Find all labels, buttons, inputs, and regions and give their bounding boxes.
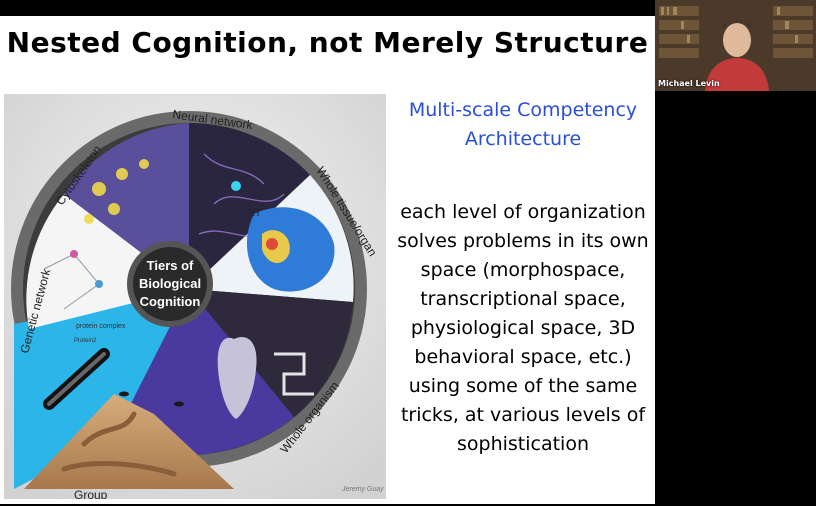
center-label-3: Cognition bbox=[140, 294, 201, 309]
organism-sector-2 bbox=[114, 289, 294, 455]
tiers-of-cognition-figure: Tiers of Biological Cognition Neural net… bbox=[4, 94, 386, 499]
label-protein2: Protein2 bbox=[74, 338, 97, 344]
center-label-1: Tiers of bbox=[147, 258, 194, 273]
video-feed bbox=[655, 0, 816, 91]
slide-title: Nested Cognition, not Merely Structure bbox=[6, 26, 649, 59]
label-protein-complex: protein complex bbox=[76, 323, 126, 330]
center-label-2: Biological bbox=[139, 276, 201, 291]
bottom-bar bbox=[0, 504, 655, 506]
label-group: Group bbox=[74, 488, 108, 499]
slide-subheading: Multi-scale Competency Architecture bbox=[408, 99, 638, 150]
participant-face bbox=[723, 23, 751, 57]
participant-name: Michael Levin bbox=[658, 79, 720, 88]
organism-sector bbox=[189, 289, 353, 417]
participant-shirt bbox=[705, 58, 769, 91]
group-sky bbox=[14, 289, 189, 489]
tiers-diagram: Tiers of Biological Cognition Neural net… bbox=[4, 94, 386, 499]
video-sidebar bbox=[655, 91, 816, 506]
label-rt: RT bbox=[248, 208, 261, 219]
top-bar bbox=[0, 0, 816, 16]
presentation-slide: Nested Cognition, not Merely Structure bbox=[0, 16, 655, 504]
figure-credit: Jeremy Guay bbox=[341, 486, 384, 493]
participant-video-tile[interactable]: Michael Levin bbox=[655, 0, 816, 91]
slide-body-text: each level of organization solves proble… bbox=[397, 201, 649, 455]
